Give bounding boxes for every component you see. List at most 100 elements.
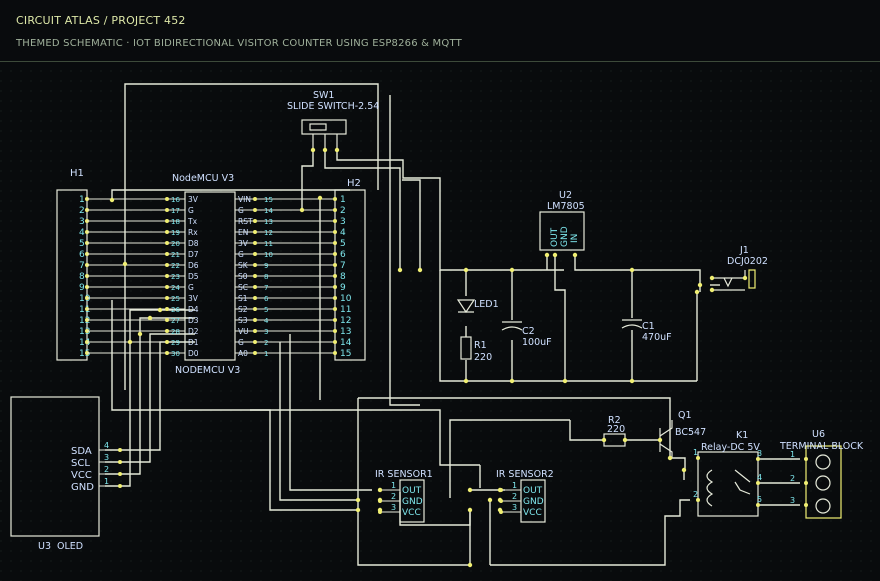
ir-pin-label: VCC (402, 508, 421, 518)
relay-pin-number: 3 (757, 449, 762, 458)
mcu-left-pin-label: 3V (188, 294, 199, 303)
wire (574, 255, 701, 292)
header-pin-number: 2 (340, 206, 346, 216)
mcu-right-pin-label: A0 (238, 349, 248, 358)
mcu-right-pin-label: S0 (238, 272, 248, 281)
ir-pin-label: OUT (523, 486, 543, 496)
mcu-right-pin-number: 15 (264, 196, 273, 204)
pin-dot (165, 351, 169, 355)
ir-pin-number: 3 (391, 503, 396, 512)
u2-pin-out: OUT (550, 227, 560, 247)
oled-pin-number: 1 (104, 477, 109, 486)
mcu-right-pin-number: 13 (264, 218, 273, 226)
header-pin-number: 9 (340, 283, 346, 293)
pin-dot (333, 285, 337, 289)
mcu-left-pin-number: 20 (171, 240, 180, 248)
header-pin-number: 13 (340, 327, 351, 337)
junction-dot (681, 467, 687, 473)
mcu-right-pin-label: RST (238, 217, 253, 226)
mcu-right-pin-number: 10 (264, 251, 273, 259)
junction-dot (622, 437, 628, 443)
mcu-right-pin-number: 1 (264, 350, 268, 358)
relay-pin-number: 1 (693, 448, 698, 457)
header-pin-number: 14 (79, 338, 91, 348)
junction-dot (377, 497, 383, 503)
mcu-right-pin-label: EN (238, 228, 248, 237)
wire (554, 255, 566, 381)
sw1-body (301, 119, 347, 135)
junction-dot (742, 275, 748, 281)
c1-symbol (621, 319, 643, 329)
pin-dot (253, 208, 257, 212)
pin-dot (696, 456, 700, 460)
mcu-left-pin-number: 29 (171, 339, 180, 347)
page-subtitle: THEMED SCHEMATIC · IOT BIDIRECTIONAL VIS… (16, 38, 462, 49)
header-pin-number: 15 (340, 349, 351, 359)
ir1-ref: IR SENSOR1 (375, 469, 433, 480)
junction-dot (709, 287, 715, 293)
header-pin-number: 12 (79, 316, 90, 326)
ir-pin-number: 1 (391, 481, 396, 490)
junction-dot (355, 507, 361, 513)
pin-dot (118, 472, 122, 476)
u2-pin-gnd: GND (560, 226, 570, 247)
mcu-left-pin-number: 23 (171, 273, 180, 281)
pin-dot (253, 274, 257, 278)
mcu-left-pin-number: 19 (171, 229, 180, 237)
pin-dot (756, 481, 760, 485)
junction-dot (137, 331, 143, 337)
junction-dot (417, 267, 423, 273)
header-pin-number: 12 (340, 316, 351, 326)
sw1-actuator (309, 123, 327, 131)
junction-dot (657, 437, 663, 443)
wire (250, 409, 480, 466)
mcu-left-pin-number: 21 (171, 251, 180, 259)
u6-terminal (815, 498, 831, 514)
pin-dot (253, 351, 257, 355)
nodemcu-footer: NODEMCU V3 (175, 365, 240, 376)
header-pin-number: 4 (79, 228, 85, 238)
mcu-right-pin-label: S3 (238, 316, 248, 325)
mcu-right-pin-label: VU (238, 327, 249, 336)
junction-dot (497, 507, 503, 513)
junction-dot (157, 307, 163, 313)
mcu-left-pin-label: 3V (188, 195, 199, 204)
junction-dot (127, 339, 133, 345)
r1-ref: R1 (474, 340, 487, 351)
header-pin-number: 2 (79, 206, 85, 216)
wire (449, 419, 570, 498)
k1-contact (734, 469, 751, 495)
mcu-left-pin-label: D1 (188, 338, 199, 347)
mcu-left-pin-number: 27 (171, 317, 180, 325)
pin-dot (333, 340, 337, 344)
junction-dot (109, 197, 115, 203)
mcu-left-pin-label: D6 (188, 261, 199, 270)
pin-dot (165, 219, 169, 223)
mcu-right-pin-number: 14 (264, 207, 273, 215)
wire (105, 317, 195, 475)
oled-pin-number: 3 (104, 453, 109, 462)
mcu-left-pin-number: 28 (171, 328, 180, 336)
pin-dot (333, 318, 337, 322)
header-pin-number: 7 (79, 261, 85, 271)
junction-dot (463, 267, 469, 273)
u3-value: OLED (57, 541, 83, 552)
oled-pin-label: GND (71, 482, 94, 493)
junction-dot (562, 378, 568, 384)
q1-value: BC547 (675, 427, 706, 438)
pin-dot (165, 274, 169, 278)
pin-dot (756, 457, 760, 461)
wire (289, 334, 372, 491)
junction-dot (487, 497, 493, 503)
mcu-right-pin-number: 6 (264, 295, 269, 303)
pin-dot (253, 197, 257, 201)
mcu-right-pin-number: 11 (264, 240, 273, 248)
u2-body (539, 211, 585, 251)
pin-dot (253, 219, 257, 223)
pin-dot (804, 481, 808, 485)
pin-dot (333, 351, 337, 355)
pin-dot (253, 329, 257, 333)
mcu-right-pin-label: 3V (238, 239, 249, 248)
u2-ref: U2 (559, 190, 572, 201)
